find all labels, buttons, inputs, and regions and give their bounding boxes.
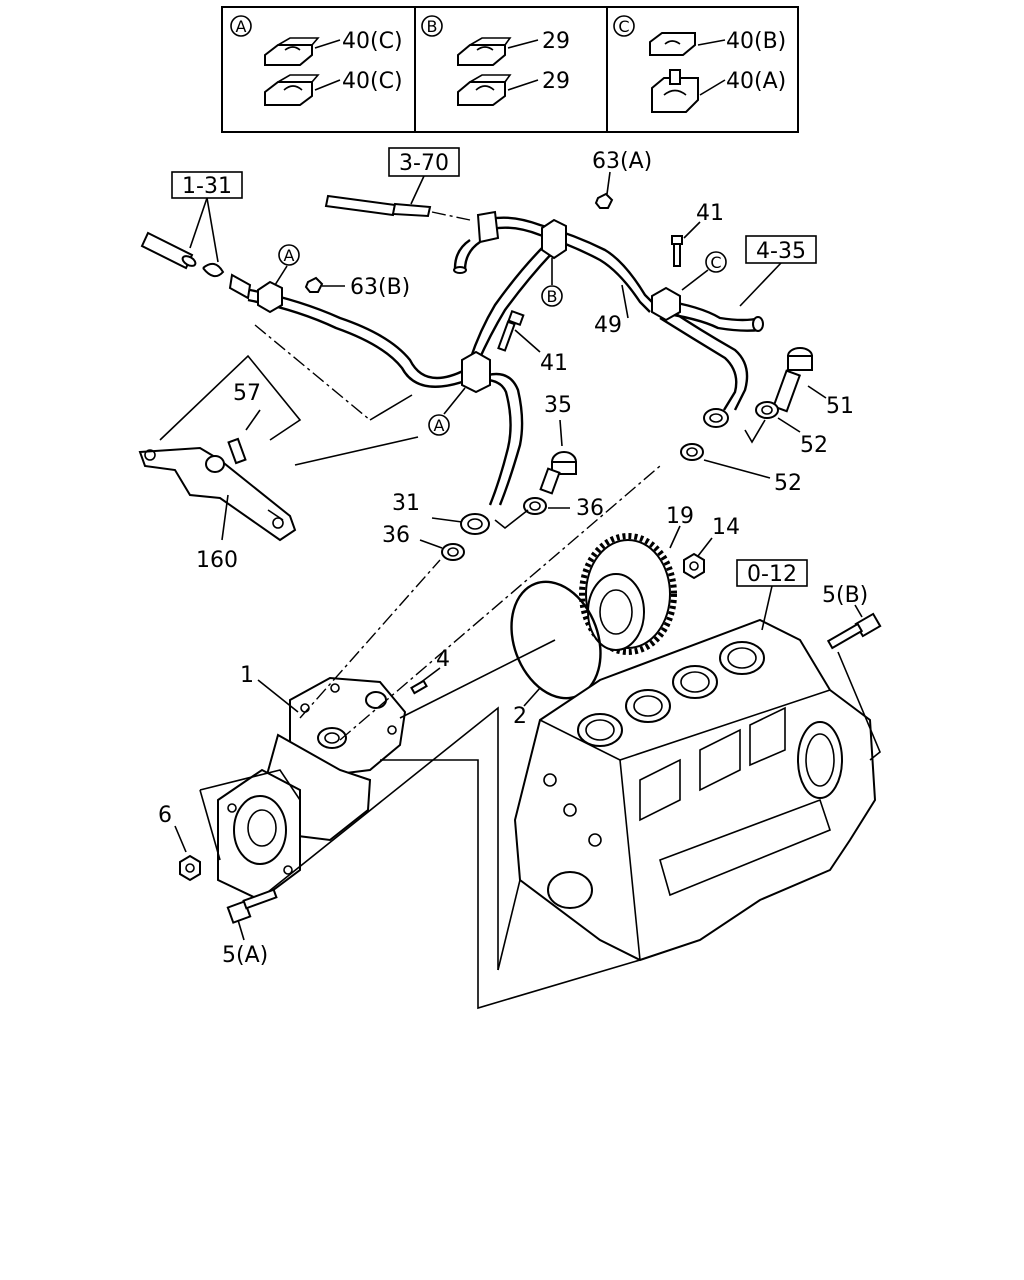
label-51: 51 bbox=[826, 394, 854, 419]
label-63a: 63(A) bbox=[592, 149, 652, 174]
inset-panel-b: B 29 29 bbox=[421, 15, 570, 106]
washer-36-right bbox=[523, 497, 547, 515]
svg-text:B: B bbox=[547, 287, 558, 306]
callout-a-lower: A bbox=[428, 387, 466, 436]
label-4: 4 bbox=[436, 647, 450, 672]
label-36-left: 36 bbox=[382, 523, 410, 548]
washer-52-left bbox=[680, 443, 704, 461]
bolt-5a bbox=[226, 888, 278, 924]
ref-box-4-35: 4-35 bbox=[745, 235, 817, 264]
clamp-top-icon bbox=[649, 32, 696, 56]
svg-text:C: C bbox=[710, 253, 721, 272]
bolt-51 bbox=[772, 347, 813, 413]
label-14: 14 bbox=[712, 515, 740, 540]
label-160: 160 bbox=[196, 548, 238, 573]
clamp-half-icon bbox=[264, 74, 320, 106]
clamp-base-icon bbox=[651, 69, 699, 113]
label-49: 49 bbox=[594, 313, 622, 338]
label-1: 1 bbox=[240, 663, 254, 688]
hose-1-31 bbox=[140, 197, 225, 278]
svg-text:0-12: 0-12 bbox=[747, 562, 797, 587]
nut-63b bbox=[304, 276, 324, 293]
clamp-icon bbox=[651, 286, 681, 322]
pipe-49 bbox=[453, 210, 782, 428]
hose-3-70 bbox=[324, 175, 471, 221]
panel-a-bottom-label: 40(C) bbox=[342, 69, 403, 94]
pipe-left bbox=[228, 244, 556, 535]
callout-b-mid: B bbox=[541, 258, 563, 307]
panel-a-letter: A bbox=[236, 17, 247, 36]
svg-text:A: A bbox=[434, 416, 445, 435]
panel-b-top-label: 29 bbox=[542, 29, 570, 54]
svg-text:A: A bbox=[284, 246, 295, 265]
bolt-5b bbox=[826, 612, 882, 650]
gear-19 bbox=[579, 533, 677, 655]
inset-panel-c: C 40(B) 40(A) bbox=[613, 15, 786, 113]
clamp-half-icon bbox=[457, 37, 512, 66]
ref-box-3-70: 3-70 bbox=[388, 147, 460, 177]
label-41-lower: 41 bbox=[540, 351, 568, 376]
label-41-upper: 41 bbox=[696, 201, 724, 226]
clamp-icon bbox=[461, 350, 491, 394]
panel-c-bottom-label: 40(A) bbox=[726, 69, 786, 94]
label-6: 6 bbox=[158, 803, 172, 828]
nut-14 bbox=[683, 552, 705, 580]
panel-c-top-label: 40(B) bbox=[726, 29, 786, 54]
callout-a-top: A bbox=[274, 244, 300, 286]
label-57: 57 bbox=[233, 381, 261, 406]
label-2: 2 bbox=[513, 704, 527, 729]
inset-panel-a: A 40(C) 40(C) bbox=[230, 15, 403, 106]
bolt-41-lower bbox=[497, 309, 525, 352]
clamp-half-icon bbox=[457, 74, 512, 106]
label-52-right: 52 bbox=[800, 433, 828, 458]
flange-plate bbox=[217, 768, 301, 902]
callout-c-right: C bbox=[681, 251, 727, 291]
pin-4 bbox=[410, 679, 428, 695]
ref-box-1-31: 1-31 bbox=[171, 171, 243, 199]
nut-6 bbox=[179, 854, 201, 882]
panel-a-top-label: 40(C) bbox=[342, 29, 403, 54]
clamp-icon bbox=[257, 280, 283, 314]
svg-text:4-35: 4-35 bbox=[756, 239, 806, 264]
washer-36-left bbox=[441, 543, 465, 561]
label-31: 31 bbox=[392, 491, 420, 516]
panel-b-bottom-label: 29 bbox=[542, 69, 570, 94]
svg-text:1-31: 1-31 bbox=[182, 174, 232, 199]
clamp-icon bbox=[541, 218, 567, 260]
svg-text:3-70: 3-70 bbox=[399, 151, 449, 176]
clamp-half-icon bbox=[264, 37, 320, 66]
bracket-160 bbox=[138, 437, 297, 542]
label-52-left: 52 bbox=[774, 471, 802, 496]
label-19: 19 bbox=[666, 504, 694, 529]
label-36-right: 36 bbox=[576, 496, 604, 521]
washer-52-right bbox=[755, 401, 779, 419]
engine-block bbox=[513, 618, 877, 962]
label-5a: 5(A) bbox=[222, 943, 268, 968]
label-35: 35 bbox=[544, 393, 572, 418]
label-63b: 63(B) bbox=[350, 275, 410, 300]
nut-63a bbox=[594, 192, 614, 209]
ref-box-0-12: 0-12 bbox=[736, 559, 808, 587]
inset-table: A 40(C) 40(C) B bbox=[221, 6, 799, 133]
bolt-41-upper bbox=[671, 235, 683, 267]
panel-b-letter: B bbox=[427, 17, 438, 36]
panel-c-letter: C bbox=[618, 17, 629, 36]
label-5b: 5(B) bbox=[822, 583, 868, 608]
bolt-35 bbox=[539, 451, 577, 495]
